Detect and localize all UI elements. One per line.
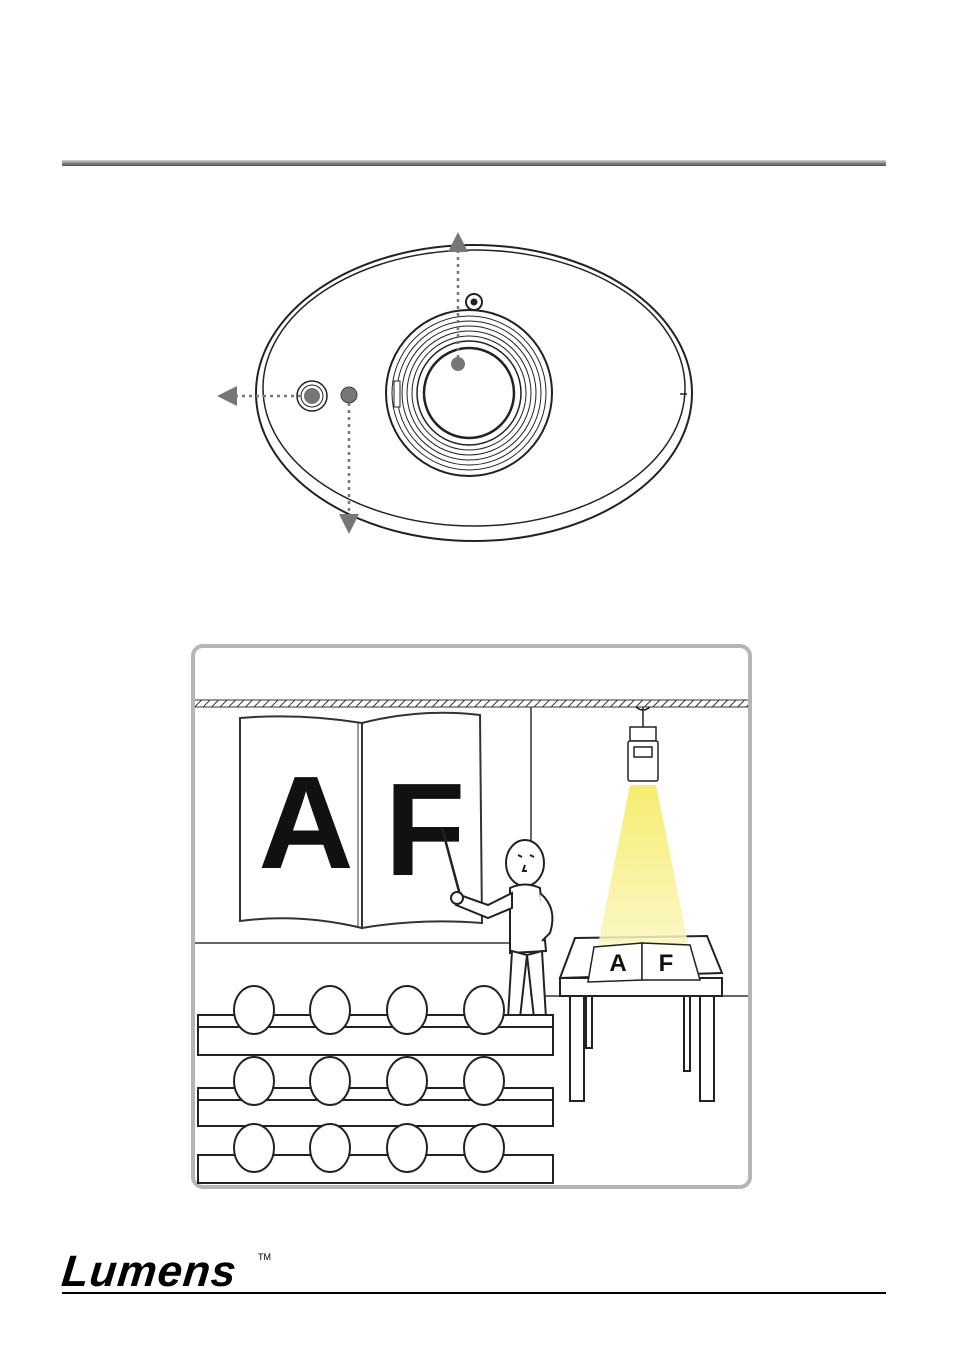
open-book: A F [587,942,701,983]
header-rule [62,160,886,166]
top-screw [465,293,483,311]
lens-center-dot [451,357,465,371]
screen-letter-a: A [258,749,353,896]
lumens-logo: Lumens TM [59,1247,271,1296]
camera-bottom-view-diagram [217,232,693,542]
ceiling [195,700,748,707]
trademark-symbol: TM [258,1252,271,1262]
callout-arrows [217,232,468,534]
screen-letter-f: F [385,756,466,903]
projection-screen: A F [239,711,484,930]
ceiling-camera [627,706,659,782]
book-letter-f: F [659,950,674,977]
footer-rule [62,1292,886,1294]
light-beam [596,785,690,955]
indicator-dot [340,386,358,404]
students-rows [197,985,554,1184]
left-sensor [296,380,328,412]
lens-assembly [385,309,553,477]
classroom-illustration: A F A F [191,644,752,1189]
book-letter-a: A [609,950,626,977]
logo-wordmark: Lumens [59,1247,240,1296]
